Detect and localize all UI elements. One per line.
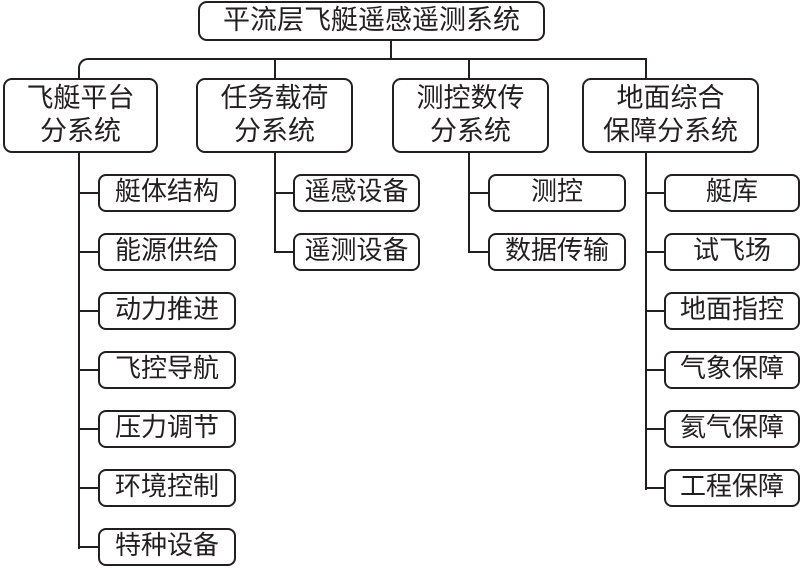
branch-connector (645, 192, 664, 194)
branch-connector (645, 428, 664, 430)
branch-connector (468, 192, 488, 194)
connector-bus (96, 58, 645, 60)
leaf-label: 艇体结构 (114, 177, 219, 208)
leaf-node: 艇库 (664, 174, 800, 212)
root-node: 平流层飞艇遥感遥测系统 (198, 1, 545, 41)
leaf-label: 环境控制 (114, 472, 219, 503)
branch-connector (78, 369, 98, 371)
branch-connector (274, 251, 293, 253)
branch-connector (645, 251, 664, 253)
subsystem-label-line1: 飞艇平台 (26, 82, 135, 114)
leaf-label: 艇库 (705, 177, 758, 208)
subsystem-label-line2: 分系统 (234, 115, 315, 147)
leaf-node: 飞控导航 (98, 351, 236, 389)
branch-connector (78, 546, 98, 548)
leaf-label: 能源供给 (114, 236, 219, 267)
subsystem-label-line2: 保障分系统 (603, 115, 738, 147)
leaf-label: 氦气保障 (679, 413, 784, 444)
branch-connector (78, 487, 98, 489)
leaf-node: 数据传输 (488, 233, 626, 271)
connector-drop-3 (468, 58, 470, 78)
leaf-node: 试飞场 (664, 233, 800, 271)
subsystem-node-ground-support: 地面综合 保障分系统 (582, 78, 759, 153)
leaf-label: 气象保障 (679, 354, 784, 385)
trunk-3 (468, 153, 470, 253)
trunk-2 (274, 153, 276, 253)
root-label: 平流层飞艇遥感遥测系统 (223, 4, 520, 36)
branch-connector (645, 310, 664, 312)
leaf-node: 遥感设备 (293, 174, 420, 212)
subsystem-label-line1: 地面综合 (616, 82, 725, 114)
branch-connector (645, 369, 664, 371)
branch-connector (78, 192, 98, 194)
subsystem-label-line1: 测控数传 (416, 82, 525, 114)
leaf-label: 飞控导航 (114, 354, 219, 385)
subsystem-label-line2: 分系统 (40, 115, 121, 147)
leaf-node: 特种设备 (98, 528, 236, 566)
leaf-label: 试飞场 (692, 236, 771, 267)
leaf-label: 特种设备 (114, 531, 219, 562)
leaf-node: 动力推进 (98, 292, 236, 330)
connector-root-down (390, 41, 392, 60)
leaf-label: 压力调节 (114, 413, 219, 444)
trunk-4 (645, 153, 647, 490)
leaf-node: 工程保障 (664, 469, 800, 507)
leaf-label: 工程保障 (679, 472, 784, 503)
leaf-label: 遥感设备 (304, 177, 409, 208)
connector-bus-right-corner (630, 58, 647, 78)
subsystem-label-line2: 分系统 (430, 115, 511, 147)
leaf-label: 地面指控 (679, 295, 784, 326)
leaf-node: 氦气保障 (664, 410, 800, 448)
leaf-node: 艇体结构 (98, 174, 236, 212)
leaf-label: 动力推进 (114, 295, 219, 326)
leaf-node: 地面指控 (664, 292, 800, 330)
connector-drop-2 (274, 58, 276, 78)
leaf-label: 遥测设备 (304, 236, 409, 267)
leaf-node: 能源供给 (98, 233, 236, 271)
leaf-label: 测控 (530, 177, 583, 208)
leaf-label: 数据传输 (504, 236, 609, 267)
leaf-node: 压力调节 (98, 410, 236, 448)
branch-connector (645, 487, 664, 489)
subsystem-label-line1: 任务载荷 (220, 82, 329, 114)
subsystem-node-mission-payload: 任务载荷 分系统 (196, 78, 353, 153)
connector-bus-left-corner (78, 58, 98, 78)
branch-connector (78, 251, 98, 253)
branch-connector (78, 428, 98, 430)
subsystem-node-tt-and-c: 测控数传 分系统 (392, 78, 549, 153)
trunk-1 (78, 153, 80, 549)
branch-connector (468, 251, 488, 253)
leaf-node: 气象保障 (664, 351, 800, 389)
leaf-node: 测控 (488, 174, 626, 212)
branch-connector (274, 192, 293, 194)
leaf-node: 环境控制 (98, 469, 236, 507)
leaf-node: 遥测设备 (293, 233, 420, 271)
subsystem-node-airship-platform: 飞艇平台 分系统 (3, 78, 158, 153)
branch-connector (78, 310, 98, 312)
